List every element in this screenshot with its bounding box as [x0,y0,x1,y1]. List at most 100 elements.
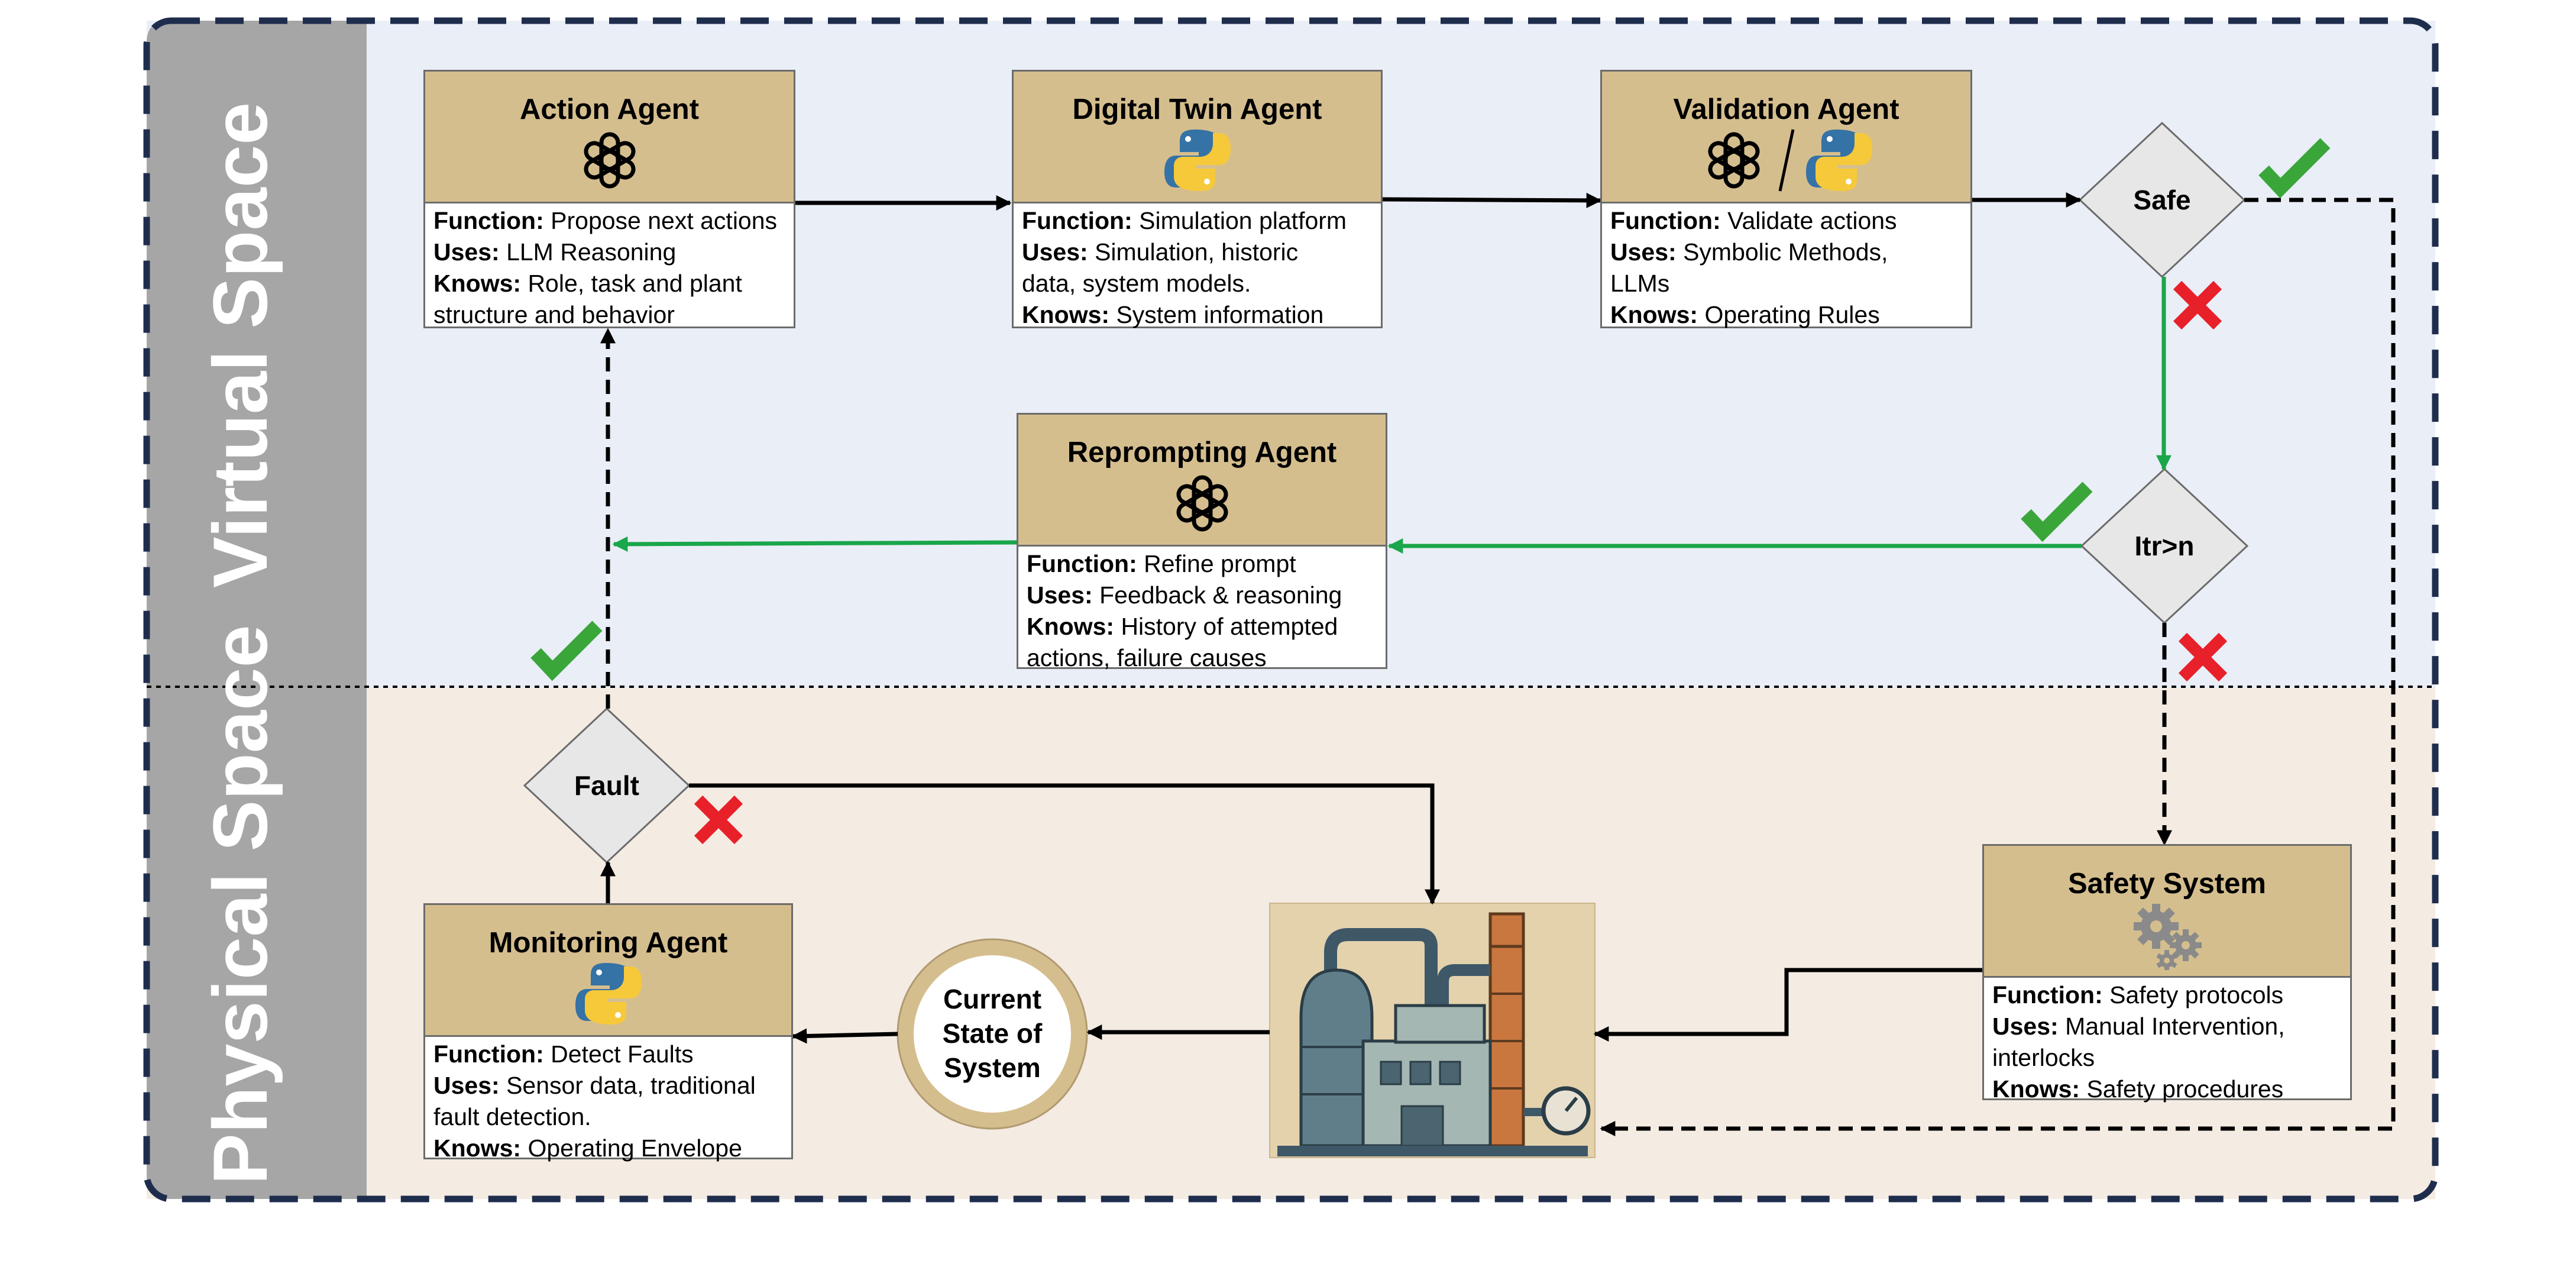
agent-details: Function: Refine prompt Uses: Feedback &… [1027,548,1381,674]
action-agent-card: Action Agent Function: Propose next acti… [423,70,795,328]
agent-header: Reprompting Agent [1018,415,1386,547]
knows-value: Role, task and plant [528,270,742,297]
agent-header: Safety System [1984,846,2350,978]
dashed-arrow-safe-to-plant [1600,198,2396,1136]
monitoring-agent-card: Monitoring Agent Function: Detect Faults… [423,903,793,1162]
agent-icons [1602,125,1970,196]
python-icon [1805,130,1872,191]
agent-header: Digital Twin Agent [1014,72,1381,203]
knows-key: Knows: [433,270,522,297]
safety-system-card: Safety System [1982,844,2352,1103]
agent-icons [1984,899,2350,970]
agent-details: Function: Safety protocols Uses: Manual … [1992,980,2345,1105]
uses-value-cont: interlocks [1992,1044,2095,1071]
current-state-line: System [944,1052,1041,1083]
agent-details: Function: Propose next actions Uses: LLM… [433,205,789,331]
virtual-space-label: Virtual Space [197,102,283,588]
knows-value-cont: structure and behavior [433,301,675,328]
knows-key: Knows: [1610,301,1698,328]
current-state-line: State of [942,1018,1043,1049]
uses-value-cont: fault detection. [433,1103,591,1130]
agent-header: Validation Agent [1602,72,1970,203]
agent-title: Digital Twin Agent [1072,93,1322,125]
function-key: Function: [1022,207,1132,234]
factory-illustration [1269,903,1596,1158]
current-state-line: Current [943,984,1042,1014]
agent-header: Monitoring Agent [425,905,791,1037]
validation-agent-card: Validation Agent Function: Validate acti… [1600,70,1972,328]
knows-value: History of attempted [1121,613,1338,640]
uses-key: Uses: [433,238,500,266]
function-value: Safety protocols [2109,981,2284,1009]
agent-details: Function: Detect Faults Uses: Sensor dat… [433,1039,787,1164]
uses-key: Uses: [1610,238,1677,266]
uses-value: Symbolic Methods, [1683,238,1888,266]
uses-value: Feedback & reasoning [1099,581,1342,609]
current-state-label: Current State of System [915,982,1069,1085]
uses-key: Uses: [1027,581,1093,609]
agent-icons [1018,468,1386,539]
openai-icon [574,125,645,196]
uses-value: LLM Reasoning [506,238,677,266]
agent-title: Monitoring Agent [488,927,728,959]
reprompting-agent-card: Reprompting Agent Function: Refine promp… [1017,413,1387,671]
knows-key: Knows: [1027,613,1115,640]
digital-twin-agent-card: Digital Twin Agent Function: Simulation … [1012,70,1383,328]
function-key: Function: [1992,981,2103,1009]
uses-value: Sensor data, traditional [506,1072,756,1099]
python-icon [1164,130,1231,191]
gears-icon [2133,904,2202,970]
uses-key: Uses: [1022,238,1088,266]
arrow-fault-to-plant [689,783,1440,905]
knows-key: Knows: [1992,1075,2080,1103]
arrow-twin-to-validation [1382,192,1602,208]
function-key: Function: [433,1040,544,1068]
outer-dashed-frame [143,17,2439,1203]
agent-title: Reprompting Agent [1067,437,1337,468]
knows-key: Knows: [1022,301,1110,328]
function-value: Detect Faults [551,1040,694,1068]
function-key: Function: [433,207,544,234]
knows-value-cont: actions, failure causes [1027,644,1267,671]
agent-icons [1014,125,1381,196]
function-value: Validate actions [1727,207,1897,234]
fault-decision-label: Fault [574,770,639,801]
function-key: Function: [1027,550,1137,577]
knows-value: Operating Rules [1704,301,1880,328]
agent-title: Action Agent [519,93,700,125]
openai-icon [1167,468,1238,539]
uses-value: Simulation, historic [1095,238,1299,266]
function-value: Refine prompt [1144,550,1296,577]
function-value: Propose next actions [551,207,778,234]
agent-details: Function: Validate actions Uses: Symboli… [1610,205,1966,331]
knows-key: Knows: [433,1135,522,1162]
knows-value: Operating Envelope [528,1135,742,1162]
iteration-decision-label: Itr>n [2134,531,2195,561]
function-key: Function: [1610,207,1721,234]
safe-decision-label: Safe [2133,185,2191,215]
agent-title: Validation Agent [1673,93,1899,125]
function-value: Simulation platform [1139,207,1347,234]
physical-space-label: Physical Space [197,625,283,1185]
agent-icons [425,125,794,196]
green-arrow-reprompt-to-action [612,536,1017,552]
uses-value-cont: LLMs [1610,270,1670,297]
uses-key: Uses: [433,1072,500,1099]
dashed-arrows [600,198,2396,1136]
knows-value: System information [1116,301,1324,328]
slash-divider [1778,129,1794,192]
side-band [147,21,367,1199]
uses-value-cont: data, system models. [1022,270,1251,297]
green-arrows [612,277,2172,554]
openai-icon [1698,125,1769,196]
agent-header: Action Agent [425,72,794,203]
agent-details: Function: Simulation platform Uses: Simu… [1022,205,1376,331]
arrow-state-to-monitoring [791,1028,898,1044]
agent-icons [425,958,791,1029]
black-arrows [600,192,2082,1044]
uses-value: Manual Intervention, [2065,1013,2285,1040]
python-icon [575,963,642,1024]
arrow-safety-to-plant [1593,968,1985,1042]
agent-title: Safety System [2067,868,2266,900]
